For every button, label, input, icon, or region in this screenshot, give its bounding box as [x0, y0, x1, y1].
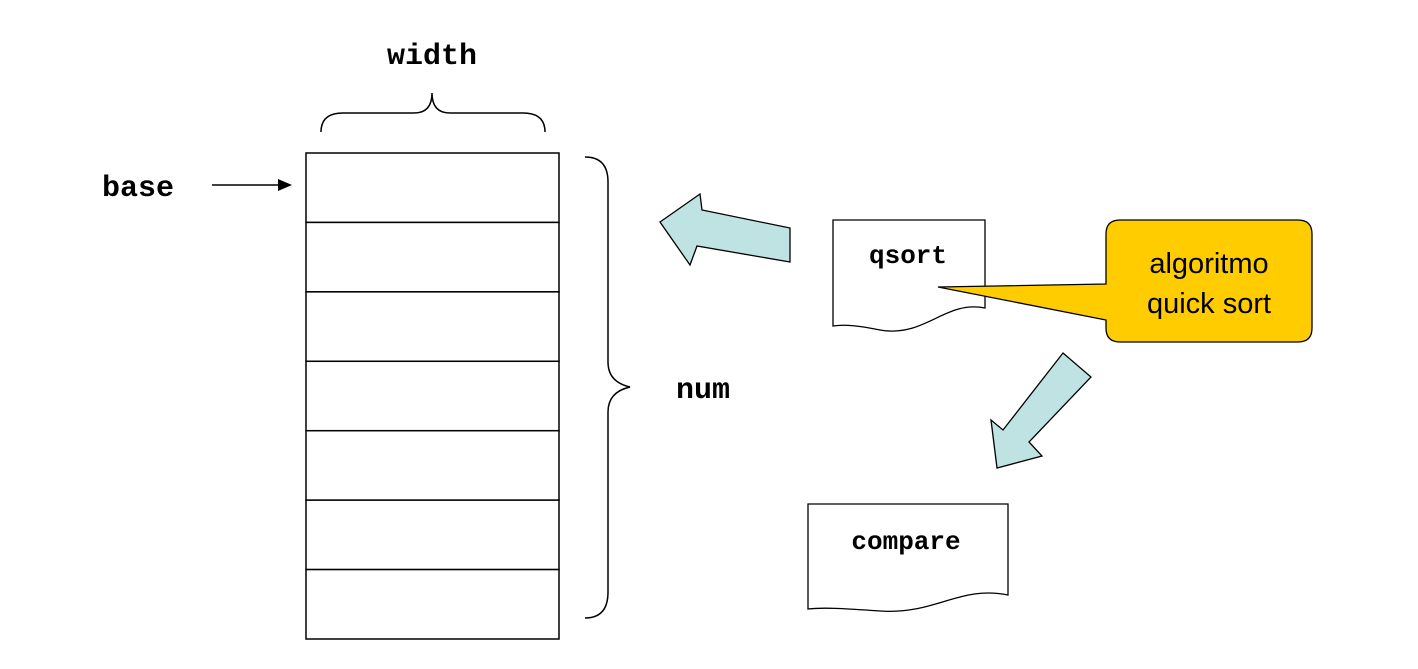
array-cell [305, 429, 560, 501]
arrow-qsort-to-compare [990, 352, 1092, 469]
array-cell [305, 152, 560, 224]
num-brace [584, 156, 631, 619]
arrow-qsort-to-array [659, 192, 791, 267]
array-cell [305, 360, 560, 432]
callout-bubble [937, 219, 1313, 343]
compare-document [807, 503, 1009, 612]
width-brace [320, 92, 546, 133]
array-cell [305, 291, 560, 363]
callout-line-1: algoritmo [1149, 248, 1268, 280]
array-cell [305, 568, 560, 640]
width-label: width [387, 40, 477, 74]
qsort-document [832, 219, 986, 332]
compare-label: compare [851, 527, 960, 557]
array-cell [305, 499, 560, 571]
base-label: base [102, 172, 174, 206]
array [305, 152, 560, 640]
array-cell [305, 221, 560, 293]
num-label: num [676, 374, 730, 408]
base-pointer-arrowhead [278, 179, 292, 191]
qsort-label: qsort [869, 241, 947, 271]
callout-line-2: quick sort [1147, 288, 1271, 320]
